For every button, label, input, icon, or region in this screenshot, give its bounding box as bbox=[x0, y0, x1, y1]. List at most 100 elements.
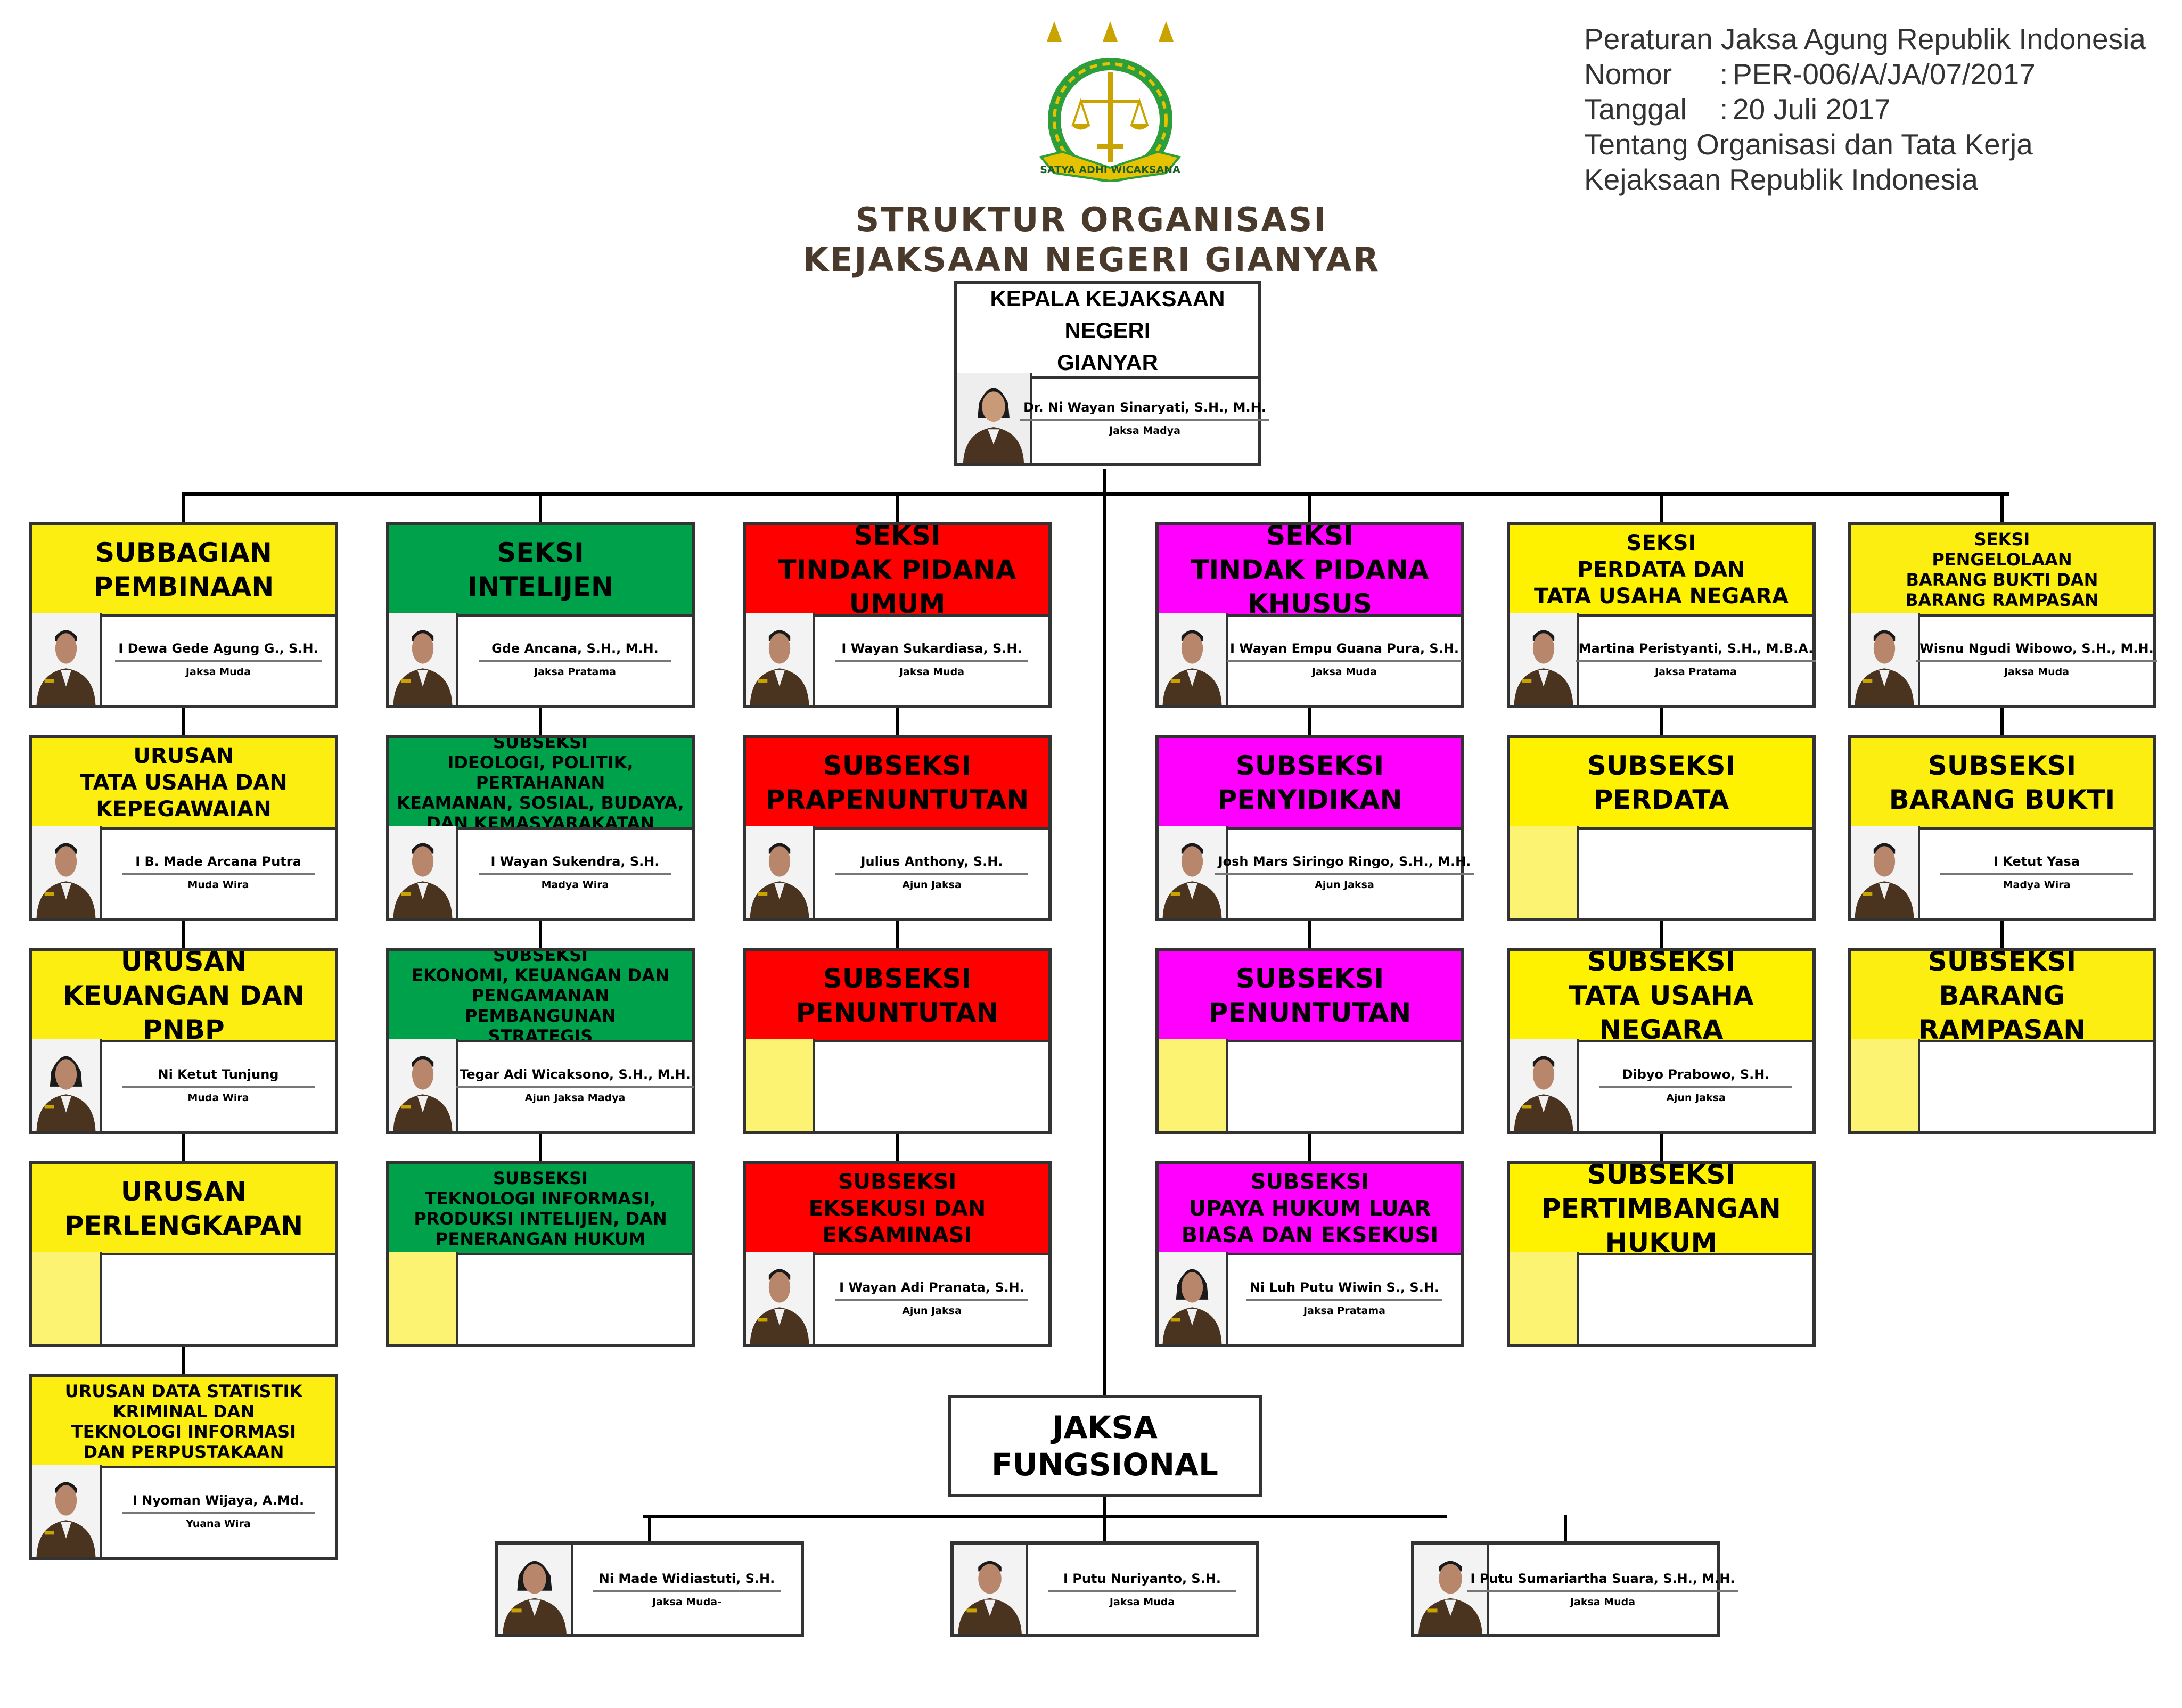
person-photo-icon bbox=[32, 826, 100, 918]
kejaksaan-emblem-icon: SATYA ADHI WICAKSANA bbox=[1022, 21, 1198, 186]
official-rank: Madya Wira bbox=[2003, 878, 2071, 891]
official-rank: Jaksa Pratama bbox=[1655, 666, 1737, 678]
fungsional-trunk bbox=[1103, 1497, 1106, 1517]
regulation-line: Nomor : PER-006/A/JA/07/2017 bbox=[1584, 58, 2036, 91]
unit-title: SUBSEKSI EKSEKUSI DAN EKSAMINASI bbox=[808, 1169, 986, 1247]
regulation-line: Kejaksaan Republik Indonesia bbox=[1584, 163, 1978, 196]
official-name: Wisnu Ngudi Wibowo, S.H., M.H. bbox=[1916, 641, 2157, 662]
top-branch-line bbox=[183, 492, 2009, 496]
unit-photo bbox=[1510, 613, 1579, 705]
member-rank: Jaksa Muda- bbox=[652, 1596, 721, 1608]
person-photo-icon bbox=[1159, 613, 1226, 705]
unit-box-barbuk-1: SUBSEKSI BARANG BUKTI I Ketut Yasa Madya… bbox=[1848, 735, 2156, 921]
unit-box-pidsus-2: SUBSEKSI PENUNTUTAN bbox=[1155, 948, 1464, 1134]
connector-pembinaan-3 bbox=[182, 1347, 185, 1374]
branch-drop-datun bbox=[1660, 492, 1663, 522]
official-name: I Wayan Adi Pranata, S.H. bbox=[835, 1280, 1029, 1301]
unit-photo bbox=[389, 613, 458, 705]
person-photo-icon bbox=[32, 1039, 100, 1131]
connector-pembinaan-1 bbox=[182, 921, 185, 948]
member-rank: Jaksa Muda bbox=[1570, 1596, 1636, 1608]
official-name: I Ketut Yasa bbox=[1940, 854, 2134, 875]
unit-title: SUBSEKSI TATA USAHA NEGARA bbox=[1569, 951, 1754, 1042]
official-rank: Jaksa Muda bbox=[185, 666, 251, 678]
connector-intelijen-1 bbox=[539, 921, 542, 948]
unit-title: URUSAN DATA STATISTIK KRIMINAL DAN TEKNO… bbox=[64, 1381, 303, 1462]
connector-pidum-2 bbox=[896, 1134, 899, 1161]
jaksa-fungsional-box: JAKSA FUNGSIONAL bbox=[948, 1395, 1262, 1497]
unit-photo bbox=[746, 826, 815, 918]
jaksa-fungsional-member: I Putu Sumariartha Suara, S.H., M.H. Jak… bbox=[1411, 1541, 1738, 1637]
unit-title: SUBSEKSI TEKNOLOGI INFORMASI, PRODUKSI I… bbox=[414, 1168, 667, 1249]
connector-pidsus-1 bbox=[1308, 921, 1311, 948]
person-photo-icon bbox=[32, 613, 100, 705]
unit-photo bbox=[746, 1039, 815, 1131]
kepala-kejaksaan-box: KEPALA KEJAKSAAN NEGERI GIANYAR Dr. Ni W… bbox=[954, 281, 1269, 466]
unit-title: SUBSEKSI PERTIMBANGAN HUKUM bbox=[1541, 1164, 1781, 1255]
person-photo-icon bbox=[746, 826, 813, 918]
regulation-line: Tentang Organisasi dan Tata Kerja bbox=[1584, 128, 2033, 161]
unit-box-pembinaan-4: URUSAN DATA STATISTIK KRIMINAL DAN TEKNO… bbox=[29, 1374, 338, 1560]
page-title-line2: KEJAKSAAN NEGERI GIANYAR bbox=[803, 240, 1380, 279]
connector-datun-2 bbox=[1660, 1134, 1663, 1161]
unit-title: SUBSEKSI BARANG BUKTI bbox=[1889, 750, 2115, 815]
unit-box-pidum-0: SEKSI TINDAK PIDANA UMUM I Wayan Sukardi… bbox=[743, 522, 1052, 708]
connector-barbuk-0 bbox=[2000, 708, 2004, 735]
person-photo-icon bbox=[1414, 1545, 1487, 1634]
unit-box-pembinaan-0: SUBBAGIAN PEMBINAAN I Dewa Gede Agung G.… bbox=[29, 522, 338, 708]
jaksa-fungsional-member: Ni Made Widiastuti, S.H. Jaksa Muda- bbox=[495, 1541, 804, 1637]
unit-title: SUBSEKSI PENUNTUTAN bbox=[795, 963, 999, 1028]
official-name: Ni Ketut Tunjung bbox=[121, 1067, 315, 1088]
unit-title: SEKSI INTELIJEN bbox=[467, 537, 613, 602]
unit-photo bbox=[389, 826, 458, 918]
official-rank: Muda Wira bbox=[187, 1091, 249, 1104]
unit-photo bbox=[32, 1252, 102, 1344]
unit-title: SUBSEKSI EKONOMI, KEUANGAN DAN PENGAMANA… bbox=[412, 951, 669, 1042]
unit-photo bbox=[32, 1465, 102, 1557]
unit-photo bbox=[389, 1252, 458, 1344]
vacant-photo-placeholder bbox=[32, 1252, 100, 1344]
member-photo bbox=[498, 1545, 573, 1634]
official-rank: Jaksa Pratama bbox=[1303, 1304, 1385, 1317]
kepala-title: KEPALA KEJAKSAAN NEGERI GIANYAR bbox=[990, 285, 1225, 375]
unit-box-datun-1: SUBSEKSI PERDATA bbox=[1507, 735, 1816, 921]
official-rank: Ajun Jaksa bbox=[1666, 1091, 1726, 1104]
unit-box-datun-2: SUBSEKSI TATA USAHA NEGARA Dibyo Prabowo… bbox=[1507, 948, 1816, 1134]
connector-pidsus-2 bbox=[1308, 1134, 1311, 1161]
connector-intelijen-2 bbox=[539, 1134, 542, 1161]
official-name: I Wayan Empu Guana Pura, S.H. bbox=[1226, 641, 1463, 662]
unit-title: SUBSEKSI PRAPENUNTUTAN bbox=[765, 750, 1029, 815]
unit-title: URUSAN KEUANGAN DAN PNBP bbox=[63, 951, 305, 1042]
branch-drop-barbuk bbox=[2000, 492, 2004, 522]
official-name: Julius Anthony, S.H. bbox=[835, 854, 1029, 875]
unit-title: URUSAN PERLENGKAPAN bbox=[64, 1176, 303, 1241]
official-rank: Jaksa Muda bbox=[1311, 666, 1377, 678]
branch-drop-pidsus bbox=[1308, 492, 1311, 522]
person-photo-icon bbox=[1159, 826, 1226, 918]
unit-photo bbox=[1510, 1039, 1579, 1131]
official-rank: Ajun Jaksa bbox=[1315, 878, 1374, 891]
kepala-photo bbox=[957, 373, 1032, 463]
member-rank: Jaksa Muda bbox=[1109, 1596, 1175, 1608]
unit-title: SUBSEKSI PENUNTUTAN bbox=[1208, 963, 1412, 1028]
unit-title: SEKSI PENGELOLAAN BARANG BUKTI DAN BARAN… bbox=[1905, 529, 2099, 610]
regulation-line: Tanggal : 20 Juli 2017 bbox=[1584, 93, 1891, 126]
unit-title: SUBSEKSI BARANG RAMPASAN bbox=[1918, 951, 2086, 1042]
unit-box-pembinaan-3: URUSAN PERLENGKAPAN bbox=[29, 1161, 338, 1347]
vacant-photo-placeholder bbox=[1510, 826, 1577, 918]
page-title-line1: STRUKTUR ORGANISASI bbox=[855, 200, 1328, 239]
member-name: I Putu Sumariartha Suara, S.H., M.H. bbox=[1467, 1571, 1738, 1592]
person-photo-icon bbox=[1510, 1039, 1577, 1131]
connector-pidum-0 bbox=[896, 708, 899, 735]
regulation-line: Peraturan Jaksa Agung Republik Indonesia bbox=[1584, 22, 2146, 55]
unit-photo bbox=[1159, 613, 1228, 705]
member-name: Ni Made Widiastuti, S.H. bbox=[592, 1571, 782, 1592]
connector-datun-1 bbox=[1660, 921, 1663, 948]
official-name: I Nyoman Wijaya, A.Md. bbox=[121, 1493, 315, 1514]
unit-box-pidsus-1: SUBSEKSI PENYIDIKAN Josh Mars Siringo Ri… bbox=[1155, 735, 1474, 921]
person-photo-icon bbox=[1159, 1252, 1226, 1344]
unit-photo bbox=[1851, 613, 1920, 705]
official-name: I Dewa Gede Agung G., S.H. bbox=[115, 641, 322, 662]
unit-photo bbox=[1159, 1252, 1228, 1344]
kepala-rank: Jaksa Madya bbox=[1109, 424, 1180, 437]
